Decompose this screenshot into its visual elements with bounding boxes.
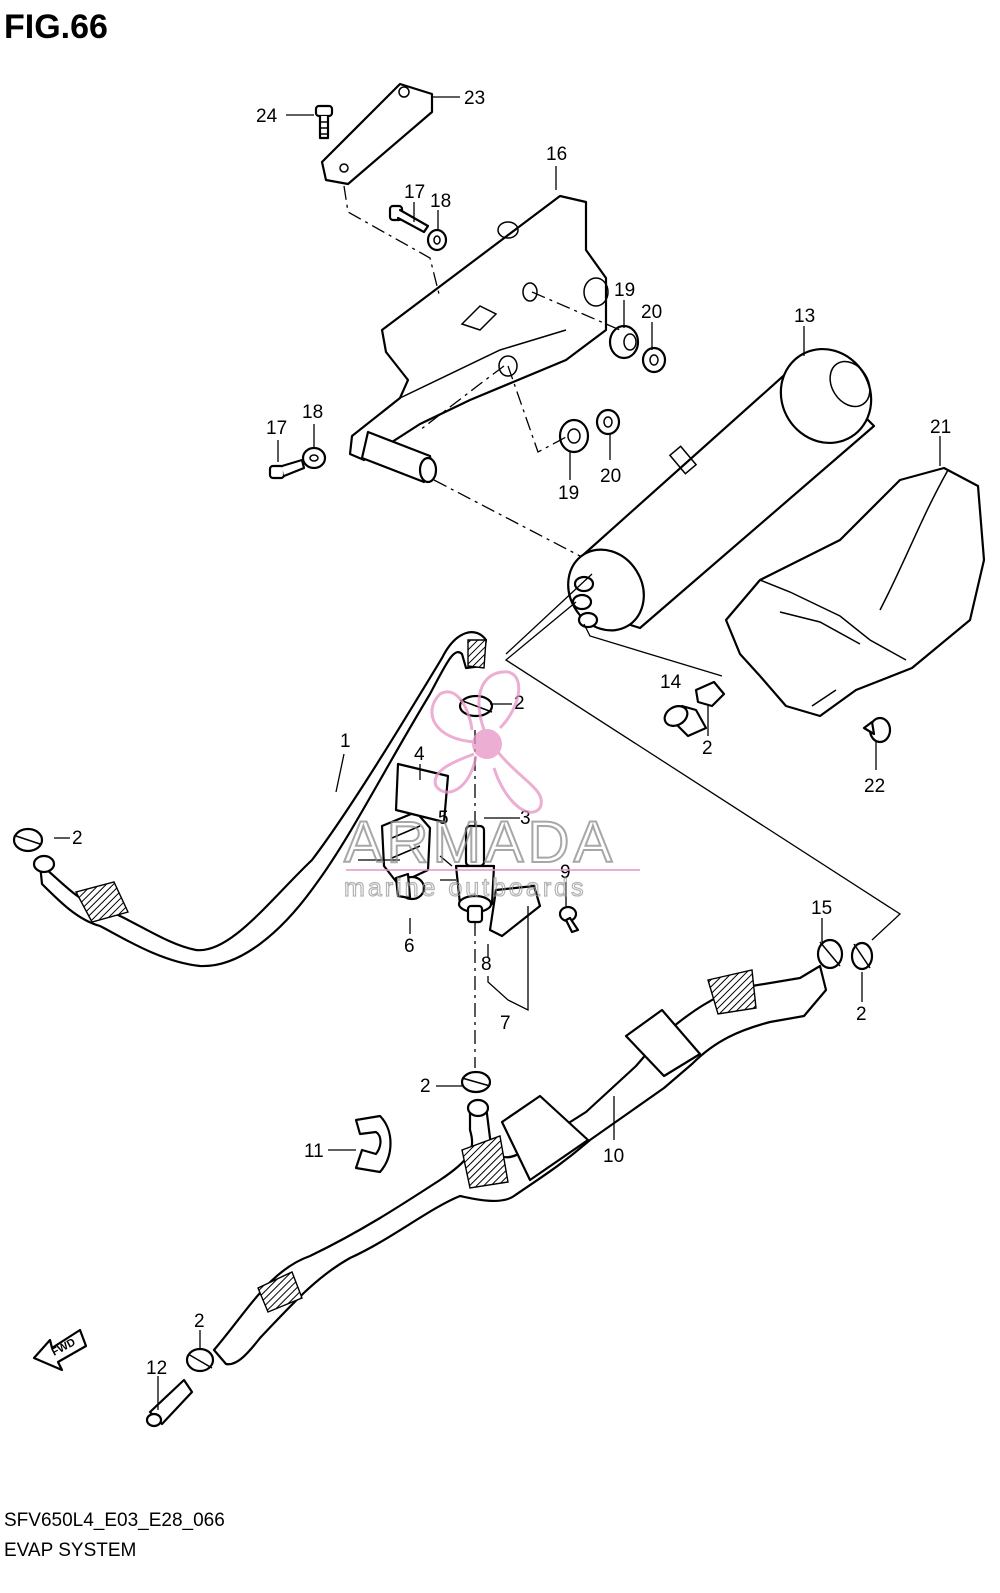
callout-10: 10 bbox=[603, 1146, 624, 1167]
callout-2-upper: 2 bbox=[514, 693, 525, 714]
callout-2-canister: 2 bbox=[702, 738, 713, 759]
callout-23: 23 bbox=[464, 88, 485, 109]
callout-6: 6 bbox=[404, 936, 415, 957]
callout-15: 15 bbox=[811, 898, 832, 919]
clip-11 bbox=[354, 1114, 392, 1174]
washer-18-lower bbox=[301, 446, 327, 470]
collar-20-lower bbox=[595, 408, 621, 436]
hose-1 bbox=[32, 631, 488, 968]
callout-9: 9 bbox=[560, 862, 571, 883]
callout-21: 21 bbox=[930, 417, 951, 438]
callout-19-lower: 19 bbox=[558, 483, 579, 504]
callout-14: 14 bbox=[660, 672, 682, 693]
cap-14 bbox=[663, 704, 708, 738]
grommet-19-upper bbox=[608, 324, 640, 360]
clip-2-canister bbox=[694, 680, 726, 708]
callout-2-bottom: 2 bbox=[194, 1311, 205, 1332]
callout-24: 24 bbox=[256, 106, 278, 127]
bolt-17-lower bbox=[268, 458, 306, 480]
screw-22 bbox=[862, 716, 892, 744]
canister-cover-21 bbox=[724, 466, 986, 718]
hose-10 bbox=[212, 964, 828, 1366]
valve-3 bbox=[454, 824, 496, 924]
callout-3: 3 bbox=[520, 808, 531, 829]
callout-13: 13 bbox=[794, 306, 815, 327]
callout-8: 8 bbox=[481, 954, 492, 975]
fitting-12 bbox=[145, 1378, 194, 1428]
grommet-19-lower bbox=[558, 418, 590, 454]
evap-canister-13 bbox=[567, 347, 876, 632]
clamp-15 bbox=[816, 938, 844, 970]
washer-18-upper bbox=[426, 228, 448, 252]
watermark-brand: ARMADA bbox=[344, 810, 616, 875]
model-code: SFV650L4_E03_E28_066 bbox=[4, 1510, 225, 1531]
figure-title: FIG.66 bbox=[4, 8, 108, 46]
callout-11: 11 bbox=[304, 1141, 324, 1162]
watermark: ARMADA marine outboards bbox=[343, 670, 640, 903]
callout-18-upper: 18 bbox=[430, 191, 451, 212]
watermark-tagline: marine outboards bbox=[344, 874, 587, 902]
clamp-2-hose1-left bbox=[12, 827, 44, 853]
collar-20-upper bbox=[641, 346, 667, 374]
callout-20-lower: 20 bbox=[600, 466, 621, 487]
callout-5: 5 bbox=[438, 808, 449, 829]
callout-16: 16 bbox=[546, 144, 567, 165]
callout-labels: 1 2 2 2 2 2 2 3 4 5 6 7 8 9 10 11 12 13 … bbox=[72, 88, 951, 1379]
screw-9 bbox=[558, 905, 580, 934]
callout-2-valve: 2 bbox=[420, 1076, 431, 1097]
canister-bracket-16 bbox=[348, 194, 609, 484]
callout-17-upper: 17 bbox=[404, 182, 425, 203]
callout-22: 22 bbox=[864, 776, 885, 797]
callout-2-left: 2 bbox=[72, 828, 83, 849]
callout-17-lower: 17 bbox=[266, 418, 287, 439]
callout-12: 12 bbox=[146, 1358, 167, 1379]
callout-18-lower: 18 bbox=[302, 402, 323, 423]
bolt-24 bbox=[314, 104, 334, 140]
callout-leaders bbox=[54, 96, 941, 1410]
propeller-logo-icon bbox=[430, 670, 543, 814]
clamp-2-hose10-bottom bbox=[185, 1347, 215, 1373]
upper-bracket-23 bbox=[320, 82, 434, 186]
callout-20-upper: 20 bbox=[641, 302, 662, 323]
diagram-caption: EVAP SYSTEM bbox=[4, 1540, 136, 1561]
fwd-arrow: FWD bbox=[32, 1328, 88, 1372]
callout-4: 4 bbox=[414, 744, 425, 765]
callout-7: 7 bbox=[500, 1013, 511, 1034]
clamp-8 bbox=[488, 884, 542, 938]
clamp-2-hose10-right bbox=[850, 941, 874, 971]
callout-2-right: 2 bbox=[856, 1004, 867, 1025]
clamp-2-valve-lower bbox=[460, 1070, 492, 1094]
bolt-6 bbox=[394, 872, 426, 901]
callout-1: 1 bbox=[340, 731, 351, 752]
bolt-17-upper bbox=[388, 204, 430, 234]
callout-19-upper: 19 bbox=[614, 280, 635, 301]
